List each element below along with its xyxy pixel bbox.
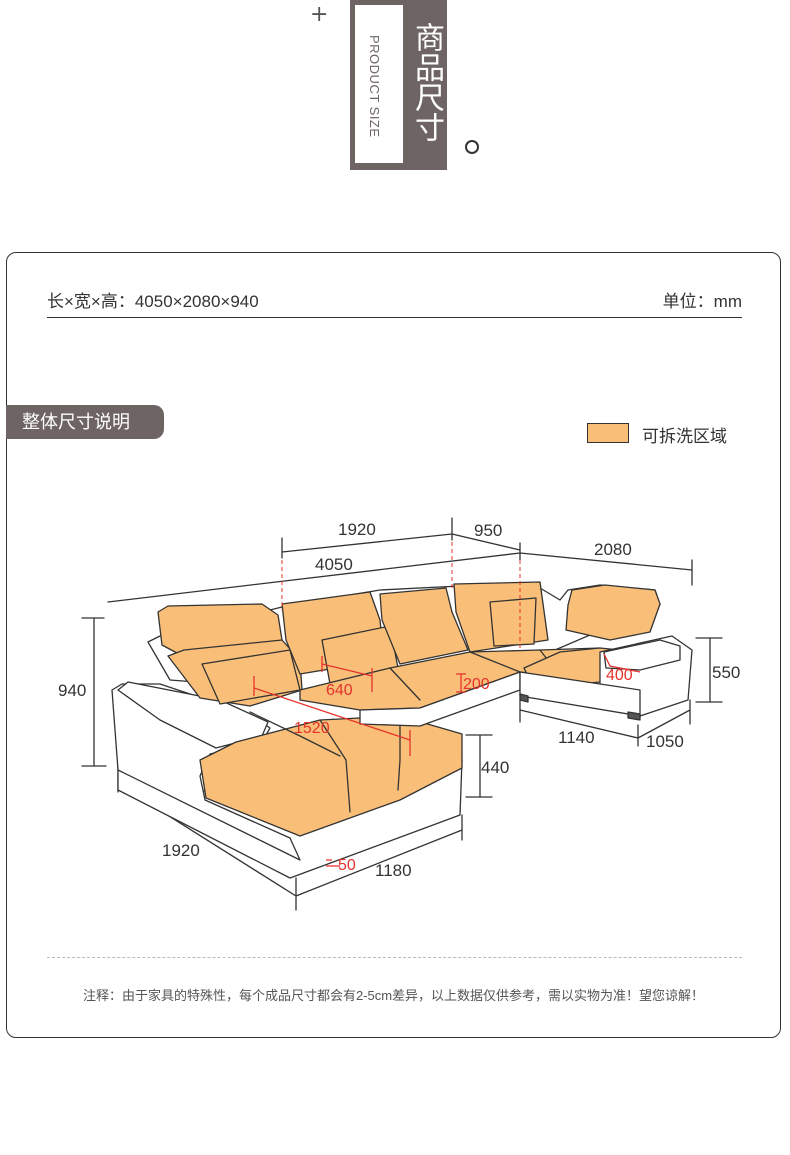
label-arm-height: 550 bbox=[712, 663, 740, 682]
footnote: 注释：由于家具的特殊性，每个成品尺寸都会有2-5cm差异，以上数据仅供参考，需以… bbox=[82, 988, 705, 1003]
title-english: PRODUCT SIZE bbox=[367, 35, 382, 138]
label-base-height: 50 bbox=[338, 857, 356, 874]
legend-swatch bbox=[587, 423, 629, 443]
red-50 bbox=[326, 859, 340, 867]
label-cushion-thickness: 200 bbox=[463, 676, 490, 693]
red-1520 bbox=[253, 676, 411, 756]
unit-label: 单位：mm bbox=[662, 292, 742, 311]
right-corner-back bbox=[565, 584, 661, 641]
label-total-length: 4050 bbox=[315, 555, 353, 574]
chaise-cushion-seams bbox=[249, 711, 401, 813]
plus-mark: + bbox=[310, 2, 329, 27]
label-chaise-width: 1180 bbox=[375, 861, 412, 880]
label-top-left-width: 1920 bbox=[338, 520, 376, 539]
label-top-mid-width: 950 bbox=[474, 521, 502, 540]
section-title-block: PRODUCT SIZE 商品尺寸 bbox=[350, 0, 447, 170]
red-640 bbox=[321, 656, 373, 692]
chaise-arm-top bbox=[117, 681, 269, 749]
title-bullet-icon bbox=[465, 140, 479, 154]
note-divider bbox=[47, 957, 742, 958]
red-200 bbox=[456, 673, 466, 693]
overall-dimensions: 长×宽×高：4050×2080×940 bbox=[47, 292, 259, 311]
label-chaise-depth: 1920 bbox=[162, 841, 200, 860]
dim-line-height bbox=[81, 617, 107, 767]
label-right-depth-small: 1050 bbox=[646, 732, 684, 751]
dim-line-arm bbox=[695, 637, 723, 703]
section-tag: 整体尺寸说明 bbox=[6, 405, 164, 439]
right-feet bbox=[519, 693, 641, 721]
label-seat-depth-small: 640 bbox=[326, 682, 353, 699]
label-right-seat-width: 1140 bbox=[558, 728, 595, 747]
label-chaise-length: 1520 bbox=[294, 720, 330, 737]
right-arm-top bbox=[603, 639, 681, 671]
dim-line-top bbox=[281, 517, 521, 559]
dim-line-total bbox=[107, 542, 693, 603]
title-chinese: 商品尺寸 bbox=[409, 22, 444, 142]
label-height: 940 bbox=[58, 681, 86, 700]
dim-line-seat-height bbox=[465, 734, 493, 798]
label-back-depth: 400 bbox=[606, 667, 633, 684]
legend-label: 可拆洗区域 bbox=[642, 427, 727, 446]
right-throw-pillow bbox=[489, 597, 537, 647]
title-inner-panel: PRODUCT SIZE bbox=[355, 5, 403, 163]
red-400 bbox=[603, 653, 641, 673]
label-right-depth: 2080 bbox=[594, 540, 632, 559]
chaise-seat-cushion bbox=[199, 715, 463, 837]
mid-back-cushion-2 bbox=[379, 587, 469, 665]
header-divider bbox=[47, 317, 742, 318]
size-card: 长×宽×高：4050×2080×940 单位：mm 整体尺寸说明 可拆洗区域 注… bbox=[6, 252, 781, 1038]
dim-line-right bbox=[519, 699, 691, 747]
label-seat-height: 440 bbox=[481, 758, 509, 777]
